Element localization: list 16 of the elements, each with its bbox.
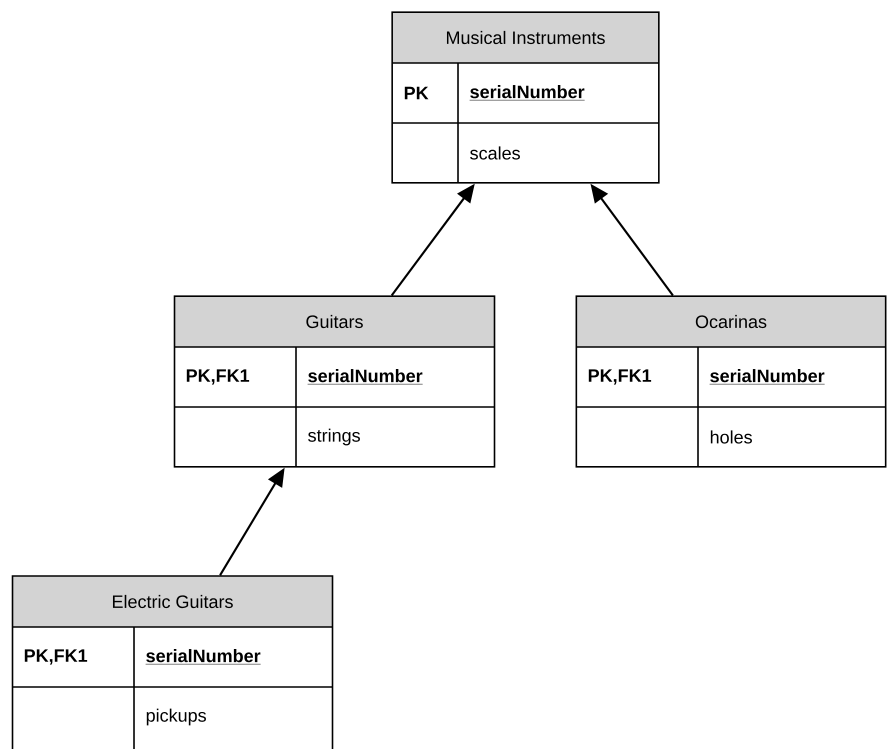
key-field: serialNumber [469, 85, 585, 100]
key-label: PK,FK1 [24, 649, 88, 665]
field-name: holes [710, 430, 752, 444]
key-field: serialNumber [145, 649, 261, 664]
table-header: Guitars [306, 314, 363, 328]
key-label: PK [404, 86, 428, 100]
key-label: PK,FK1 [588, 369, 652, 385]
key-field: serialNumber [709, 369, 825, 384]
key-field: serialNumber [307, 369, 423, 384]
field-name: pickups [146, 708, 206, 726]
table-header: Electric Guitars [112, 594, 233, 608]
table-header: Ocarinas [696, 314, 766, 328]
field-name: scales [470, 146, 520, 160]
table-header: Musical Instruments [446, 30, 605, 44]
key-label: PK,FK1 [186, 369, 250, 385]
field-name: strings [308, 428, 360, 446]
